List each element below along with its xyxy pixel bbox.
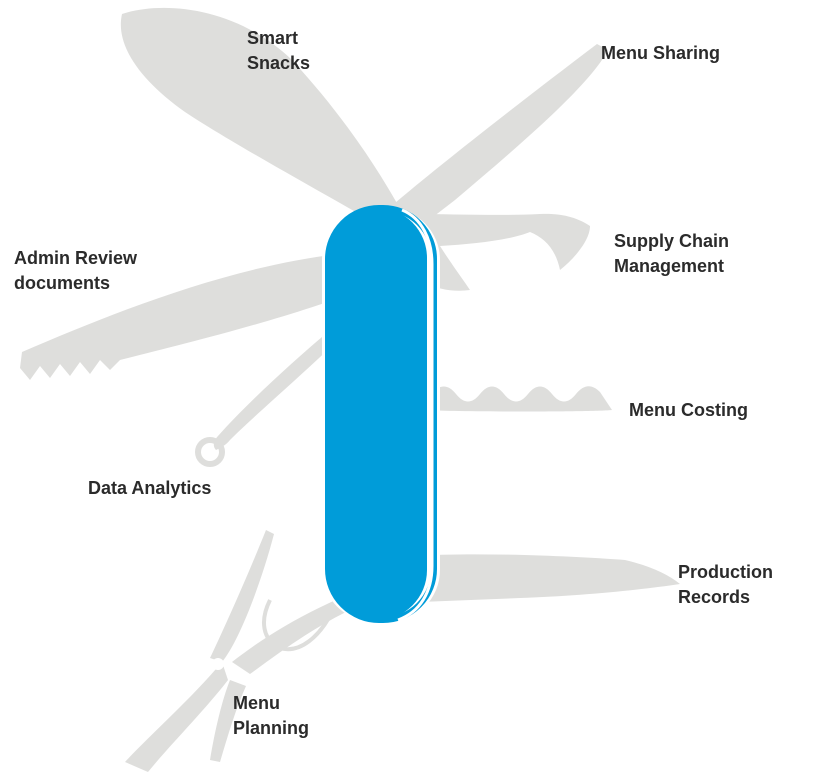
scissors-pivot: [212, 658, 224, 670]
label-menu-sharing: Menu Sharing: [601, 43, 721, 63]
knife-blade-production-records: [410, 554, 680, 602]
scissors-handle-loop: [262, 599, 334, 652]
corkscrew-menu-costing: [430, 386, 612, 412]
awl-eye: [195, 437, 225, 467]
knife-handle: [322, 205, 440, 623]
label-menu-planning: Menu Planning: [233, 693, 309, 738]
label-smart-snacks: Smart Snacks: [247, 28, 311, 73]
spike-blade-menu-sharing: [368, 44, 608, 244]
scissors-lower-handle: [210, 680, 246, 762]
label-menu-costing: Menu Costing: [629, 400, 748, 420]
handle-shadow-stroke: [397, 208, 434, 622]
scissors-spring: [232, 598, 346, 674]
knife-blade-smart-snacks: [120, 7, 402, 226]
label-data-analytics: Data Analytics: [88, 478, 212, 498]
bottle-opener-supply-chain: [410, 213, 590, 291]
scissors-blade-a: [210, 530, 274, 662]
label-supply-chain-management: Supply Chain Management: [614, 231, 730, 276]
label-production-records: Production Records: [678, 562, 773, 607]
scissors-blade-b: [125, 662, 228, 772]
saw-blade-admin-review: [20, 252, 366, 380]
label-admin-review-documents: Admin Review documents: [14, 248, 138, 293]
